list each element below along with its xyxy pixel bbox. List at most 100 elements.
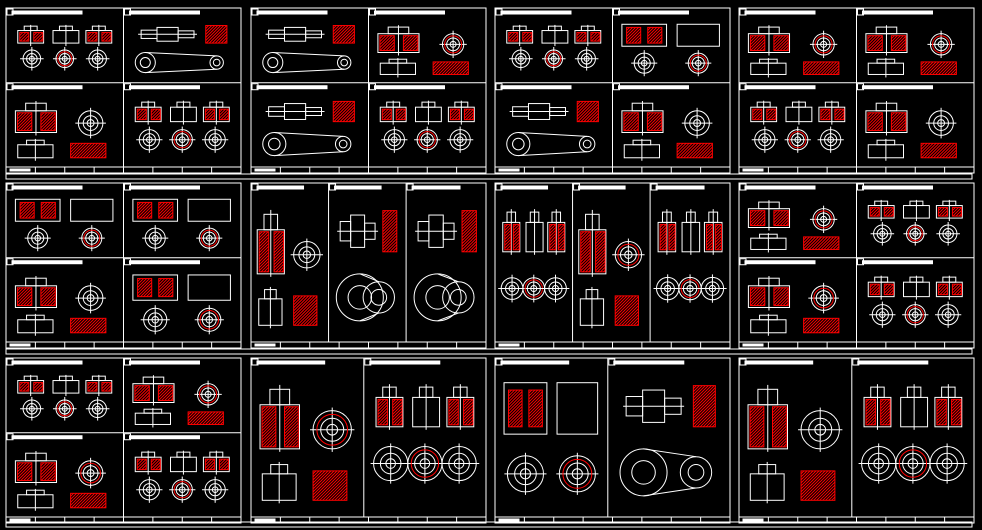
ring-part: [75, 107, 106, 139]
block-part: [934, 384, 963, 430]
ring-part: [85, 46, 110, 71]
block-part: [525, 209, 544, 255]
block-part: [134, 100, 162, 125]
cell-title-bar: [739, 183, 816, 191]
cell-title-bar: [251, 358, 326, 366]
sheet-title-block: [494, 341, 731, 349]
block-part: [574, 24, 602, 47]
lever-part: [262, 52, 352, 74]
block-part: [903, 199, 930, 222]
shaft-part: [623, 389, 685, 423]
drawing-sheet-5[interactable]: 5: [5, 182, 242, 349]
cell-title-bar: [329, 183, 382, 191]
block-part: [379, 58, 416, 78]
ring-part: [20, 46, 44, 71]
lever-part: [413, 273, 475, 322]
block-part: [703, 209, 723, 255]
block-part: [750, 313, 787, 336]
ring-part: [653, 274, 682, 303]
cell-title-bar: [251, 83, 328, 91]
block-part: [747, 200, 791, 231]
block-part: [506, 24, 534, 47]
drawing-sheet-10[interactable]: 10: [250, 357, 487, 524]
ring-part: [681, 107, 713, 139]
row-separator-3: [5, 521, 973, 528]
block-part: [750, 58, 787, 78]
ring-part: [290, 238, 324, 271]
block-part: [865, 101, 908, 136]
block-part: [134, 450, 162, 475]
shaft-part: [138, 26, 197, 42]
ring-part: [541, 46, 566, 71]
block-part: [681, 209, 701, 255]
shaft-part: [509, 103, 569, 120]
cell-title-bar: [124, 83, 200, 91]
drawing-sheet-4[interactable]: 4: [738, 7, 975, 174]
cell-title-bar: [739, 358, 814, 366]
cell-title-bar: [495, 358, 570, 366]
drawing-sheet-1[interactable]: 1: [5, 7, 242, 174]
block-part: [446, 384, 475, 430]
ring-part: [808, 282, 839, 314]
cell-title-bar: [739, 8, 816, 16]
ring-part: [75, 457, 106, 489]
drawing-sheet-7[interactable]: 7: [494, 182, 731, 349]
drawing-sheet-11[interactable]: 11: [494, 357, 731, 524]
cell-title-bar: [369, 8, 445, 16]
lever-part: [335, 273, 395, 322]
block-part: [747, 25, 791, 56]
cell-title-bar: [406, 183, 461, 191]
cell-title-bar: [6, 258, 83, 266]
block-part: [867, 199, 895, 222]
cell-title-bar: [608, 358, 685, 366]
drawing-sheets-layer: 123456789101112: [5, 7, 975, 528]
ring-part: [858, 443, 899, 484]
ring-part: [381, 126, 408, 153]
cell-title-bar: [857, 83, 933, 91]
ring-part: [20, 396, 44, 421]
block-part: [903, 275, 930, 300]
drawing-sheet-12[interactable]: 12: [738, 357, 975, 524]
shaft-part: [415, 214, 458, 248]
drawing-sheet-8[interactable]: 8: [738, 182, 975, 349]
row-separator-2: [5, 348, 973, 355]
drawing-sheet-6[interactable]: 6: [250, 182, 487, 349]
cell-title-bar: [739, 83, 816, 91]
block-part: [258, 286, 283, 329]
block-part: [17, 24, 45, 47]
cell-title-bar: [251, 8, 328, 16]
ring-part: [52, 396, 77, 421]
ring-part: [509, 46, 533, 71]
block-part: [818, 100, 846, 125]
drawing-sheet-3[interactable]: 3: [494, 7, 731, 174]
ring-part: [935, 301, 962, 328]
ring-part: [439, 443, 480, 484]
ring-part: [927, 443, 968, 484]
block-part: [547, 209, 566, 255]
drawing-sheet-2[interactable]: 2: [250, 7, 487, 174]
cell-title-bar: [495, 183, 549, 191]
ring-part: [869, 301, 896, 328]
ring-part: [414, 126, 441, 153]
block-part: [14, 276, 58, 311]
shaft-part: [337, 214, 379, 248]
ring-part: [504, 452, 547, 495]
cell-title-bar: [739, 258, 816, 266]
ring-part: [541, 274, 570, 303]
ring-part: [927, 30, 955, 59]
block-part: [747, 276, 791, 311]
ring-part: [784, 126, 811, 153]
ring-part: [202, 476, 229, 503]
cell-title-bar: [124, 8, 200, 16]
cell-title-bar: [650, 183, 705, 191]
block-part: [52, 24, 80, 47]
ring-part: [370, 443, 411, 484]
block-part: [412, 384, 441, 430]
cell-title-bar: [857, 258, 933, 266]
drawing-sheet-9[interactable]: 9: [5, 357, 242, 524]
block-part: [935, 199, 963, 222]
ring-part: [85, 396, 110, 421]
cell-title-bar: [852, 358, 929, 366]
